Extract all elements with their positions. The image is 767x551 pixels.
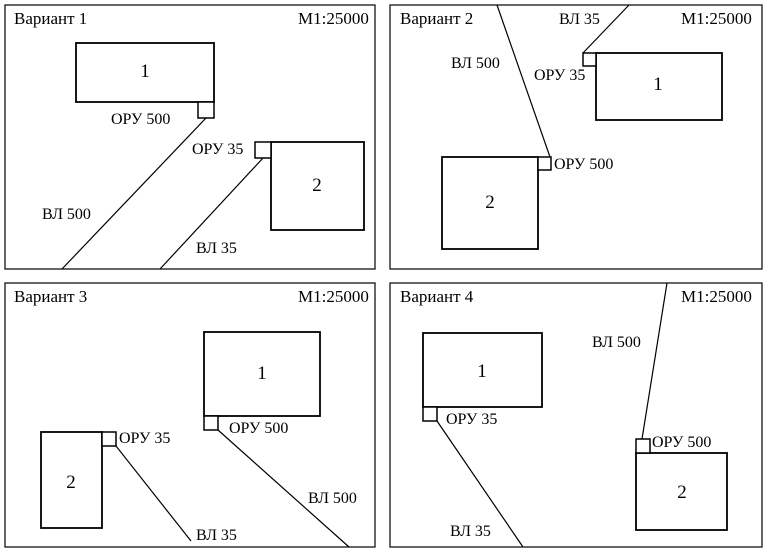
variant-3-oru-35-square xyxy=(101,431,117,447)
variant-3-block-2-number: 2 xyxy=(66,472,76,493)
variant-3-vl-500-label: ВЛ 500 xyxy=(308,490,357,507)
variant-2-oru-500-label: ОРУ 500 xyxy=(554,156,613,173)
variant-3-vl-35-label: ВЛ 35 xyxy=(196,527,237,544)
variant-2-panel: Вариант 2 М1:25000 1 2 ОРУ 35 ОРУ 500 ВЛ… xyxy=(389,4,763,270)
variant-2-scale: М1:25000 xyxy=(681,9,752,28)
variant-2-oru-35-square xyxy=(582,52,597,67)
variant-1-block-1 xyxy=(75,42,215,103)
variant-4-panel: Вариант 4 М1:25000 1 2 ОРУ 35 ОРУ 500 ВЛ… xyxy=(389,282,763,548)
variant-2-vl-35-label: ВЛ 35 xyxy=(559,11,600,28)
variant-3-oru-500-square xyxy=(203,415,219,431)
variant-2-block-2 xyxy=(441,156,539,250)
variant-1-oru-35-label: ОРУ 35 xyxy=(192,141,243,158)
variant-2-block-1 xyxy=(595,52,723,121)
variant-3-block-1-number: 1 xyxy=(257,363,267,384)
variant-3-scale: М1:25000 xyxy=(298,287,369,306)
variant-4-scale: М1:25000 xyxy=(681,287,752,306)
variant-1-block-2-number: 2 xyxy=(312,175,322,196)
variant-3-vl-35-line xyxy=(115,445,192,542)
variant-1-oru-500-square xyxy=(197,101,215,119)
variant-3-block-2 xyxy=(40,431,103,529)
variant-4-vl-500-label: ВЛ 500 xyxy=(592,334,641,351)
variant-2-title: Вариант 2 xyxy=(400,9,473,28)
variant-1-oru-35-square xyxy=(254,141,272,159)
variant-1-block-1-number: 1 xyxy=(140,61,150,82)
variant-1-vl-35-line xyxy=(159,157,264,270)
variant-3-title: Вариант 3 xyxy=(14,287,87,306)
variant-1-title: Вариант 1 xyxy=(14,9,87,28)
variant-2-block-2-number: 2 xyxy=(485,192,495,213)
variant-1-vl-500-label: ВЛ 500 xyxy=(42,206,91,223)
variant-4-title: Вариант 4 xyxy=(400,287,474,306)
variant-2-vl-500-label: ВЛ 500 xyxy=(451,55,500,72)
variant-1-vl-500-line xyxy=(61,117,207,270)
variant-4-oru-35-label: ОРУ 35 xyxy=(446,411,497,428)
variant-1-scale: М1:25000 xyxy=(298,9,369,28)
variant-4-block-1 xyxy=(422,332,543,408)
variant-2-oru-500-square xyxy=(537,156,552,171)
variant-2-vl-500-line xyxy=(496,4,551,158)
variant-4-oru-500-label: ОРУ 500 xyxy=(652,434,711,451)
variant-4-oru-35-square xyxy=(422,406,438,422)
variant-2-block-1-number: 1 xyxy=(653,74,663,95)
variant-4-block-1-number: 1 xyxy=(477,361,487,382)
variant-1-panel: Вариант 1 М1:25000 1 2 ОРУ 500 ОРУ 35 ВЛ… xyxy=(4,4,376,270)
variant-4-vl-35-line xyxy=(436,420,524,548)
variant-1-vl-35-label: ВЛ 35 xyxy=(196,240,237,257)
variant-4-oru-500-square xyxy=(635,438,651,454)
variant-3-oru-500-label: ОРУ 500 xyxy=(229,420,288,437)
variant-1-oru-500-label: ОРУ 500 xyxy=(111,111,170,128)
variant-3-oru-35-label: ОРУ 35 xyxy=(119,430,170,447)
variant-4-vl-500-line xyxy=(641,282,668,440)
variant-4-block-2-number: 2 xyxy=(677,482,687,503)
variant-4-block-2 xyxy=(635,452,728,531)
variant-1-block-2 xyxy=(270,141,365,231)
variant-3-vl-500-line xyxy=(217,429,350,548)
variant-3-panel: Вариант 3 М1:25000 1 2 ОРУ 500 ОРУ 35 ВЛ… xyxy=(4,282,376,548)
variant-4-vl-35-label: ВЛ 35 xyxy=(450,523,491,540)
variant-2-oru-35-label: ОРУ 35 xyxy=(534,67,585,84)
variant-2-vl-35-line xyxy=(582,4,630,54)
variant-3-block-1 xyxy=(203,331,321,417)
